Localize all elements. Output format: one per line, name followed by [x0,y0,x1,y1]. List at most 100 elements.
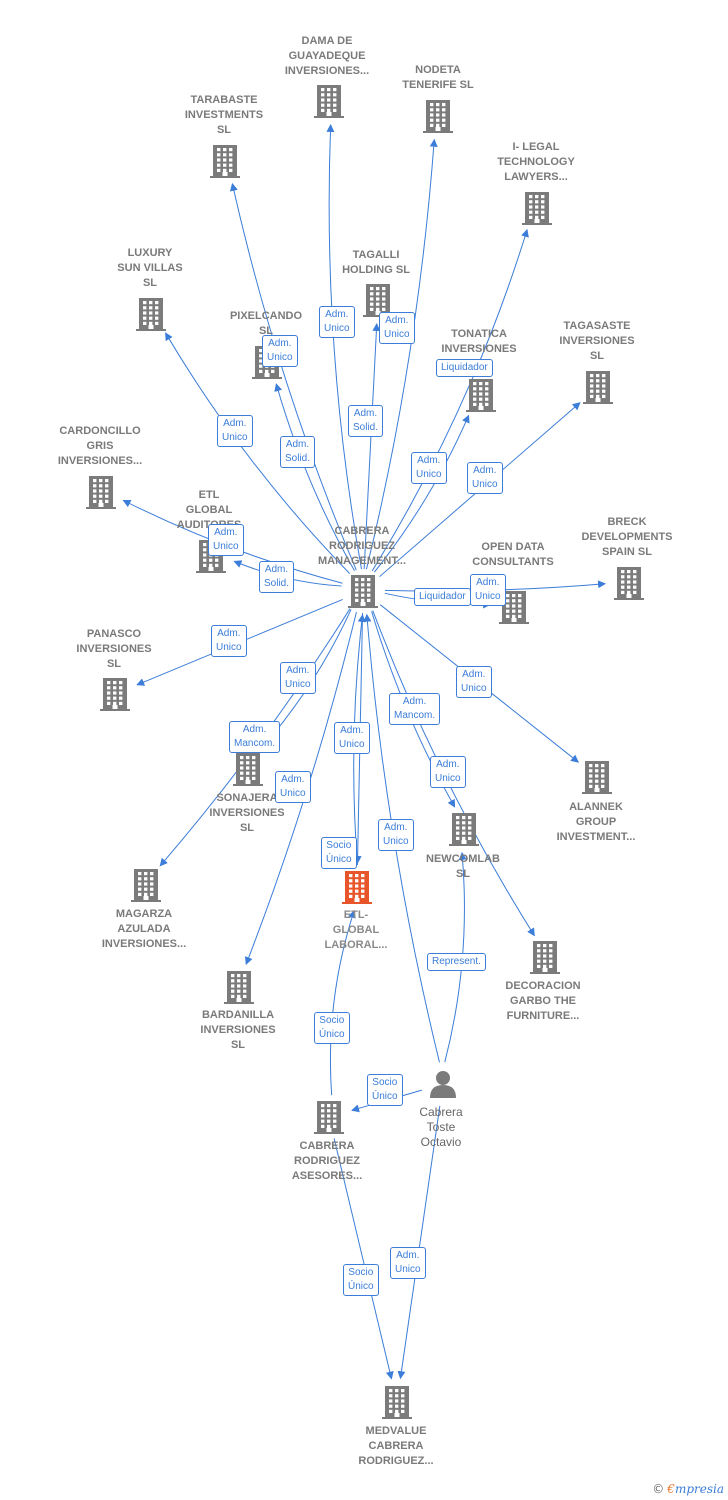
building-icon [522,192,552,225]
tag-line: Unico [267,352,293,363]
edge-role-tag[interactable]: Liquidador [414,588,471,606]
edge-role-tag[interactable]: Adm.Mancom. [229,721,281,753]
building-icon [224,971,254,1004]
edge-role-tag[interactable]: Adm.Unico [378,819,414,851]
tag-line: Adm. [385,315,409,326]
tag-line: Liquidador [419,591,466,602]
building-icon [363,284,393,317]
edge-role-tag[interactable]: Adm.Unico [319,306,355,338]
tag-line: Socio [319,1015,345,1026]
edge-role-tag[interactable]: Adm.Mancom. [389,693,441,725]
brand-logo[interactable]: ©€mpresia [652,1482,724,1496]
tag-line: Socio [348,1267,374,1278]
edge-role-tag[interactable]: Adm.Unico [334,722,370,754]
edge-role-tag[interactable]: Adm.Unico [211,625,247,657]
edge-role-tag[interactable]: Adm. Unico [217,415,253,447]
tag-line: Adm. [223,418,247,429]
building-icon [136,298,166,331]
tag-line: Unico [280,788,306,799]
tag-line: Unico [285,679,311,690]
edge-role-tag[interactable]: Adm.Unico [430,756,466,788]
building-icon [530,941,560,974]
building-icon [499,591,529,624]
building-icon [348,575,378,608]
tag-line: Solid. [353,422,379,433]
tag-line: Socio [372,1077,398,1088]
tag-line: Unico [222,432,248,443]
edge-role-tag[interactable]: Adm.Unico [262,335,298,367]
tag-line: Adm. [384,822,408,833]
edge-line [329,909,356,1096]
edge-line [274,383,355,571]
building-icon [449,813,479,846]
person-icon [430,1071,456,1098]
edge-line [333,1138,394,1380]
edge-line [229,182,357,571]
edge-role-tag[interactable]: Adm.Unico [390,1247,426,1279]
edge-role-tag[interactable]: Adm.Unico [456,666,492,698]
building-icon [423,100,453,133]
edge-role-tag[interactable]: Adm.Unico [208,524,244,556]
edge-role-tag[interactable]: Adm.Unico [470,574,506,606]
edge-role-tag[interactable]: Adm. Unico [280,662,316,694]
edge-role-tag[interactable]: Adm.Unico [467,462,503,494]
edge-role-tag[interactable]: Adm. Solid. [280,436,316,468]
tag-line: Represent. [432,956,481,967]
building-icon [582,761,612,794]
tag-line: Solid. [285,453,311,464]
tag-line: Unico [416,469,442,480]
tag-line: Solid. [264,578,290,589]
edge-role-tag[interactable]: Adm. Unico [379,312,415,344]
edge-role-tag[interactable]: Liquidador [436,359,493,377]
edge-role-tag[interactable]: Adm.Unico [275,771,311,803]
edge-role-tag[interactable]: Represent. [427,953,486,971]
edge-role-tag[interactable]: Adm.Solid. [259,561,295,593]
tag-line: Mancom. [234,738,276,749]
tag-line: Adm. [285,439,310,450]
tag-line: Adm. [462,669,486,680]
tag-line: Adm. [286,665,310,676]
tag-line: Unico [384,329,410,340]
edge-role-tag[interactable]: Adm.Solid. [348,405,384,437]
edge-role-tag[interactable]: Adm.Unico [411,452,447,484]
